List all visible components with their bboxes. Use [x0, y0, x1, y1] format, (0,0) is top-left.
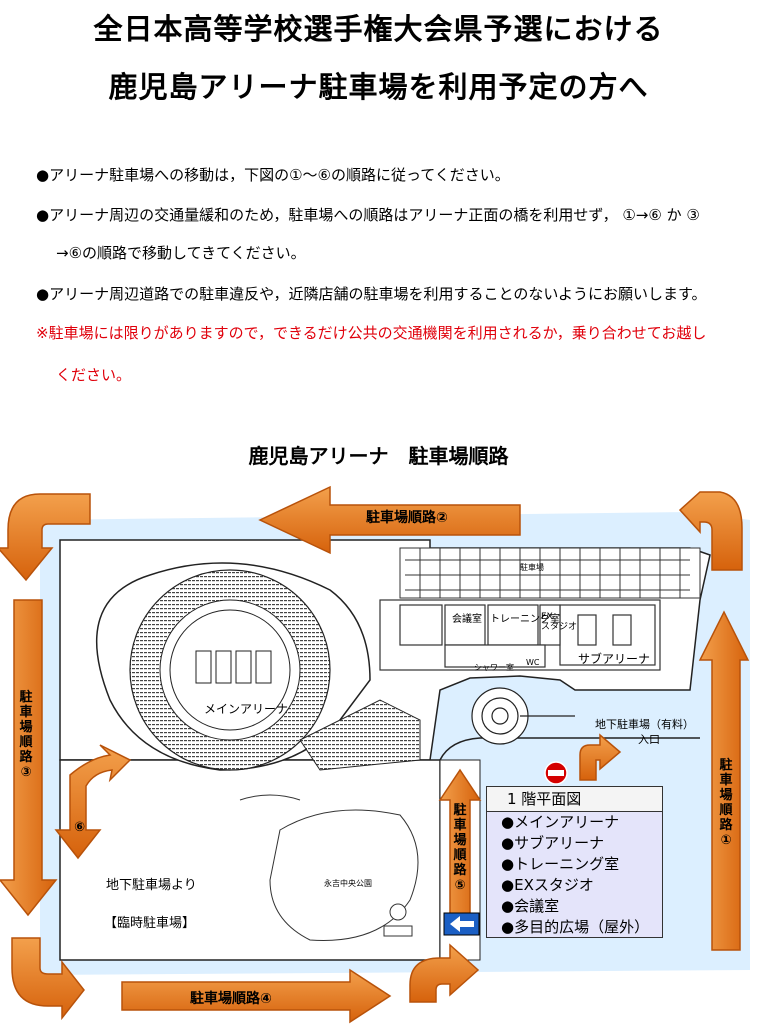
meeting-room-label: 会議室 — [452, 614, 482, 625]
sub-arena-label: サブアリーナ — [578, 652, 651, 666]
route-4-arrow — [121, 968, 392, 1024]
no-entry-sign — [544, 761, 568, 785]
notice-1: ●アリーナ駐車場への移動は，下図の①～⑥の順路に従ってください。 — [36, 166, 510, 184]
notice-2a: ●アリーナ周辺の交通量緩和のため，駐車場への順路はアリーナ正面の橋を利用せず， … — [36, 206, 700, 224]
main-arena-label: メインアリーナ — [204, 702, 289, 716]
left-direction-sign — [443, 912, 480, 936]
route-5-label: 駐車場順路⑤ — [453, 803, 467, 893]
floor-legend: 1 階平面図 ●メインアリーナ ●サブアリーナ ●トレーニング室 ●EXスタジオ… — [486, 786, 663, 938]
road-curve — [439, 737, 700, 761]
notice-3: ●アリーナ周辺道路での駐車違反や，近隣店舗の駐車場を利用することのないようにお願… — [36, 285, 707, 303]
underground-entrance-label: 地下駐車場（有料） — [595, 718, 694, 731]
route-6-label: ⑥ — [74, 820, 86, 835]
parking-strip-label: 駐車場 — [520, 563, 544, 572]
map-title: 鹿児島アリーナ 駐車場順路 — [248, 444, 509, 468]
training-room-label: トレーニング室 — [490, 614, 560, 625]
wc-label: WC — [526, 658, 540, 667]
warning-2: ください。 — [56, 366, 132, 384]
route-6-arrow — [54, 744, 132, 860]
route-3-arrow — [0, 599, 58, 917]
warning-1: ※駐車場には限りがありますので，できるだけ公共の交通機関を利用されるか，乗り合わ… — [36, 324, 707, 342]
bottom-left-curve-arrow — [11, 937, 85, 1021]
legend-item: ●サブアリーナ — [501, 834, 605, 852]
title-line-2: 鹿児島アリーナ駐車場を利用予定の方へ — [108, 70, 649, 104]
route-2-arrow — [258, 485, 521, 555]
route-3-label: 駐車場順路③ — [19, 690, 33, 780]
from-underground-label: 地下駐車場より — [106, 878, 197, 893]
notice-2b: →⑥の順路で移動してきてください。 — [56, 244, 306, 262]
route-5-arrow — [438, 768, 482, 916]
top-left-curve-arrow — [0, 493, 91, 582]
shower-label: シャワー室 — [474, 663, 514, 672]
top-right-curve-arrow — [678, 491, 743, 571]
legend-item: ●多目的広場（屋外） — [501, 918, 650, 936]
spiral-ramp — [471, 687, 575, 745]
title-line-1: 全日本高等学校選手権大会県予選における — [93, 12, 664, 46]
main-arena-drawing — [95, 562, 421, 771]
park-drawing — [239, 794, 419, 941]
building-blocks — [379, 599, 661, 671]
parking-strip — [399, 547, 701, 599]
route-2-label: 駐車場順路② — [366, 510, 448, 526]
legend-header: 1 階平面図 — [487, 787, 662, 812]
park-label: 永吉中央公園 — [324, 879, 372, 888]
route-4-label: 駐車場順路④ — [190, 991, 272, 1007]
entrance-arrow — [579, 733, 622, 781]
route-1-arrow — [698, 610, 750, 951]
legend-item: ●EXスタジオ — [501, 876, 594, 894]
route-1-label: 駐車場順路① — [719, 758, 733, 848]
legend-item: ●会議室 — [501, 897, 560, 915]
route-5-bottom-curve — [409, 943, 480, 1003]
underground-entrance-label-2: 入口 — [638, 733, 660, 746]
legend-item: ●トレーニング室 — [501, 855, 620, 873]
temporary-parking-label: 【臨時駐車場】 — [104, 916, 196, 931]
route-arrows — [0, 485, 750, 1024]
legend-item: ●メインアリーナ — [501, 813, 620, 831]
ex-studio-label: EX スタジオ — [541, 612, 578, 632]
